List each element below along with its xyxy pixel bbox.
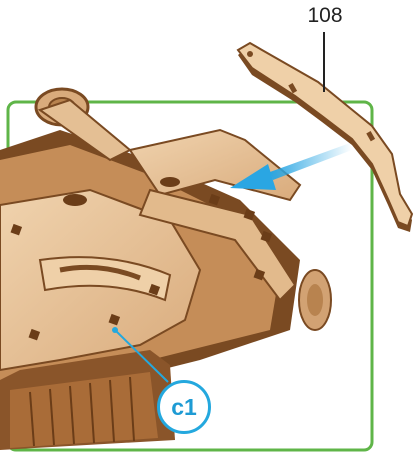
- part-number-label: 108: [300, 4, 350, 28]
- callout-c1: c1: [157, 380, 211, 434]
